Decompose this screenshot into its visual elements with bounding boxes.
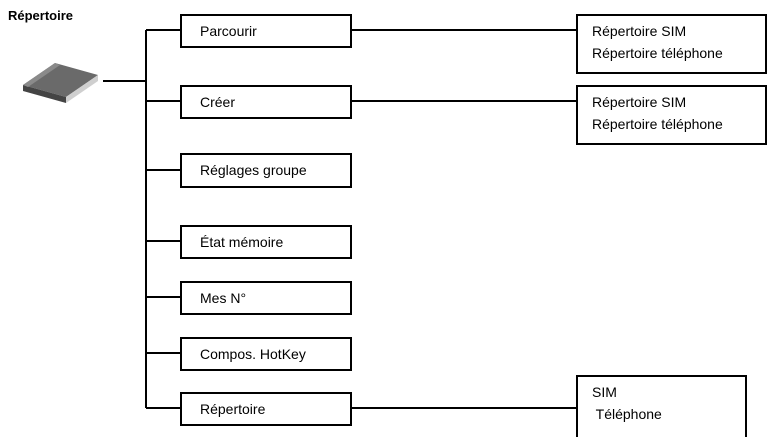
submenu-creer: Répertoire SIM Répertoire téléphone: [576, 85, 767, 145]
phonebook-icon: [23, 63, 98, 103]
submenu-repertoire: SIM Téléphone: [576, 375, 747, 437]
menu-item-label: Mes N°: [200, 290, 247, 306]
diagram-title: Répertoire: [8, 8, 74, 23]
menu-item-compos-hotkey[interactable]: Compos. HotKey: [180, 337, 352, 371]
menu-item-repertoire[interactable]: Répertoire: [180, 392, 352, 426]
submenu-item[interactable]: Téléphone: [592, 406, 662, 422]
menu-item-parcourir[interactable]: Parcourir: [180, 14, 352, 48]
submenu-item[interactable]: Répertoire téléphone: [592, 116, 723, 132]
menu-item-label: Compos. HotKey: [200, 346, 306, 362]
menu-item-label: Créer: [200, 94, 236, 110]
menu-item-label: Répertoire: [200, 401, 266, 417]
menu-item-label: État mémoire: [200, 234, 284, 250]
menu-item-reglages-groupe[interactable]: Réglages groupe: [180, 153, 352, 188]
menu-item-label: Parcourir: [200, 23, 257, 39]
submenu-item[interactable]: Répertoire téléphone: [592, 45, 723, 61]
submenu-item[interactable]: Répertoire SIM: [592, 23, 687, 39]
menu-item-creer[interactable]: Créer: [180, 85, 352, 119]
menu-item-mes-numeros[interactable]: Mes N°: [180, 281, 352, 315]
submenu-item[interactable]: Répertoire SIM: [592, 94, 687, 110]
menu-item-etat-memoire[interactable]: État mémoire: [180, 225, 352, 259]
submenu-parcourir: Répertoire SIM Répertoire téléphone: [576, 14, 767, 74]
submenu-item[interactable]: SIM: [592, 384, 617, 400]
menu-item-label: Réglages groupe: [200, 162, 307, 178]
